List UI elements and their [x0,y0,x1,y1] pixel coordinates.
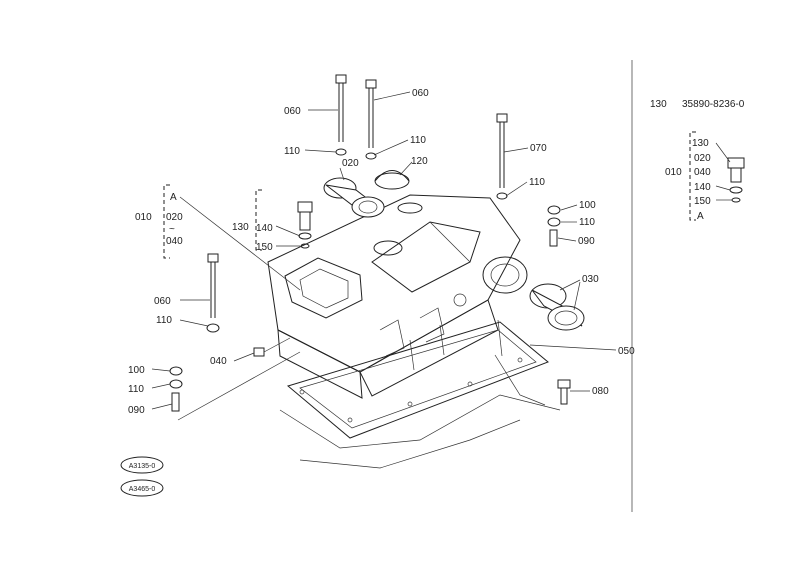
callout-100: 100 [128,365,145,376]
sidebar-item: 010 [665,167,682,178]
stud-090-right [547,205,561,247]
callout-a: A [170,192,177,203]
sidebar-item: A [697,211,704,222]
bolt-060-right [365,79,377,160]
reference-code: A3465-0 [129,486,156,493]
callout-120: 120 [411,156,428,167]
callout-110: 110 [410,135,426,146]
bolt-080 [557,379,571,405]
top-bushing [323,177,385,218]
lower-gasket-frame [279,321,561,469]
callout-010: 010 [135,212,152,223]
bracket-sidebar [689,131,696,221]
callout-030: 030 [582,274,599,285]
valve-130 [297,201,313,249]
callout-110: 110 [156,315,172,326]
cap-plug [374,170,410,190]
callout-020: 020 [342,158,359,169]
sidebar-part-number: 35890-8236-0 [682,99,745,110]
sidebar-item: 020 [694,153,711,164]
sidebar-index: 130 [650,99,667,110]
callout-090: 090 [578,236,595,247]
callout-100: 100 [579,200,596,211]
callout-060: 060 [154,296,171,307]
bracket-010 [163,184,170,259]
callout-080: 080 [592,386,609,397]
callout-060: 060 [412,88,429,99]
sidebar-item: 130 [692,138,709,149]
reference-oval [120,456,164,474]
leader-lines [151,91,617,421]
sidebar-leader [715,142,731,163]
callout-060: 060 [284,106,301,117]
plug-040 [253,347,265,357]
callout-140: 140 [256,223,273,234]
callout-110: 110 [128,384,144,395]
bolt-060-lower [206,253,220,333]
sidebar-item: 140 [694,182,711,193]
sidebar-item: 150 [694,196,711,207]
reference-oval [120,479,164,497]
callout-130: 130 [232,222,249,233]
sidebar-valve-drawing [727,157,745,203]
bracket-130 [255,189,262,251]
callout-150: 150 [256,242,273,253]
reference-code: A3135-0 [129,463,156,470]
callout-110: 110 [529,177,545,188]
callout-110: 110 [579,217,595,228]
callout-040: 040 [210,356,227,367]
callout-110: 110 [284,146,300,157]
bolt-060-left [335,74,347,156]
callout-020: 020 [166,212,183,223]
sidebar-leader [715,185,731,191]
callout-090: 090 [128,405,145,416]
bushing-pair [529,283,585,331]
sidebar-item: 040 [694,167,711,178]
callout-050: 050 [618,346,635,357]
bolt-070 [496,113,508,200]
bracket-tilde: ~ [169,224,175,235]
callout-070: 070 [530,143,547,154]
callout-040: 040 [166,236,183,247]
